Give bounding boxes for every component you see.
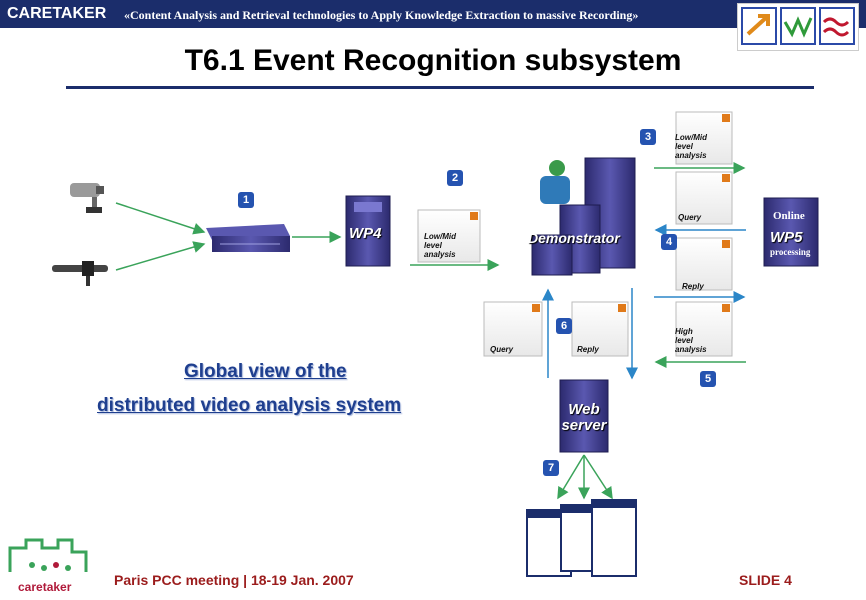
step-badge-4: 4: [661, 234, 677, 250]
header-subtitle: «Content Analysis and Retrieval technolo…: [124, 8, 639, 22]
camera-icon: [70, 183, 104, 213]
camera-arrow: [115, 202, 206, 235]
microphone-arrow: [115, 241, 206, 271]
browser-arrow-3: [583, 454, 613, 500]
partner-logo-icon: [741, 7, 855, 45]
doc-high-line2: level: [675, 336, 693, 345]
doc-lowmid-right: Low/Mid level analysis: [675, 133, 707, 160]
doc-high-line3: analysis: [675, 345, 707, 354]
caption-line-2: distributed video analysis system: [97, 395, 402, 416]
web-server-label-1: Web: [568, 401, 600, 418]
doc-lowmid-left-line2: level: [424, 241, 442, 250]
doc-high-line1: High: [675, 327, 693, 336]
doc-query-bottom: Query: [490, 345, 514, 354]
step-badge-1: 1: [238, 192, 254, 208]
step-badge-7: 7: [543, 460, 559, 476]
demonstrator-label: Demonstrator: [528, 230, 620, 246]
wp5-processing-label: processing: [770, 247, 811, 257]
wp4-server-icon: [345, 195, 391, 267]
doc-lowmid-left-line3: analysis: [424, 250, 456, 259]
wp5-online-label: Online: [773, 210, 805, 222]
step-badge-5: 5: [700, 371, 716, 387]
step-badge-6: 6: [556, 318, 572, 334]
caption-line-1: Global view of the: [184, 361, 347, 382]
doc-reply-bottom: Reply: [577, 345, 599, 354]
doc-lowmid-left-line1: Low/Mid: [424, 232, 456, 241]
step-badge-2: 2: [447, 170, 463, 186]
browser-windows-icon: [526, 499, 637, 577]
browser-arrow-1: [557, 454, 585, 500]
doc-lowmid-right-line1: Low/Mid: [675, 133, 707, 142]
wp5-label: WP5: [770, 229, 803, 246]
doc-lowmid-right-line2: level: [675, 142, 693, 151]
step-badge-3: 3: [640, 129, 656, 145]
partner-logo: [737, 3, 859, 51]
web-server-icon: [559, 379, 609, 453]
header-banner: [0, 0, 866, 28]
slide-title: T6.1 Event Recognition subsystem: [184, 44, 682, 77]
doc-high-level: High level analysis: [675, 327, 707, 354]
brand-name: CARETAKER: [7, 5, 107, 22]
footer-meeting: Paris PCC meeting | 18-19 Jan. 2007: [114, 572, 354, 588]
title-divider: [66, 86, 814, 89]
demonstrator-server-icon: [531, 157, 636, 276]
doc-query-right: Query: [678, 213, 702, 222]
caretaker-logo-icon: [8, 538, 88, 572]
document-icons: [417, 111, 733, 357]
doc-lowmid-left: Low/Mid level analysis: [424, 232, 456, 259]
footer-logo-text: caretaker: [18, 580, 72, 594]
footer-slide-number: SLIDE 4: [739, 572, 792, 588]
microphone-icon: [52, 261, 108, 286]
doc-reply-right: Reply: [682, 282, 704, 291]
wp4-label: WP4: [349, 225, 382, 242]
rack-server-icon: [206, 224, 290, 252]
doc-lowmid-right-line3: analysis: [675, 151, 707, 160]
wp5-server-icon: [763, 197, 819, 267]
web-server-label-2: server: [561, 417, 607, 434]
